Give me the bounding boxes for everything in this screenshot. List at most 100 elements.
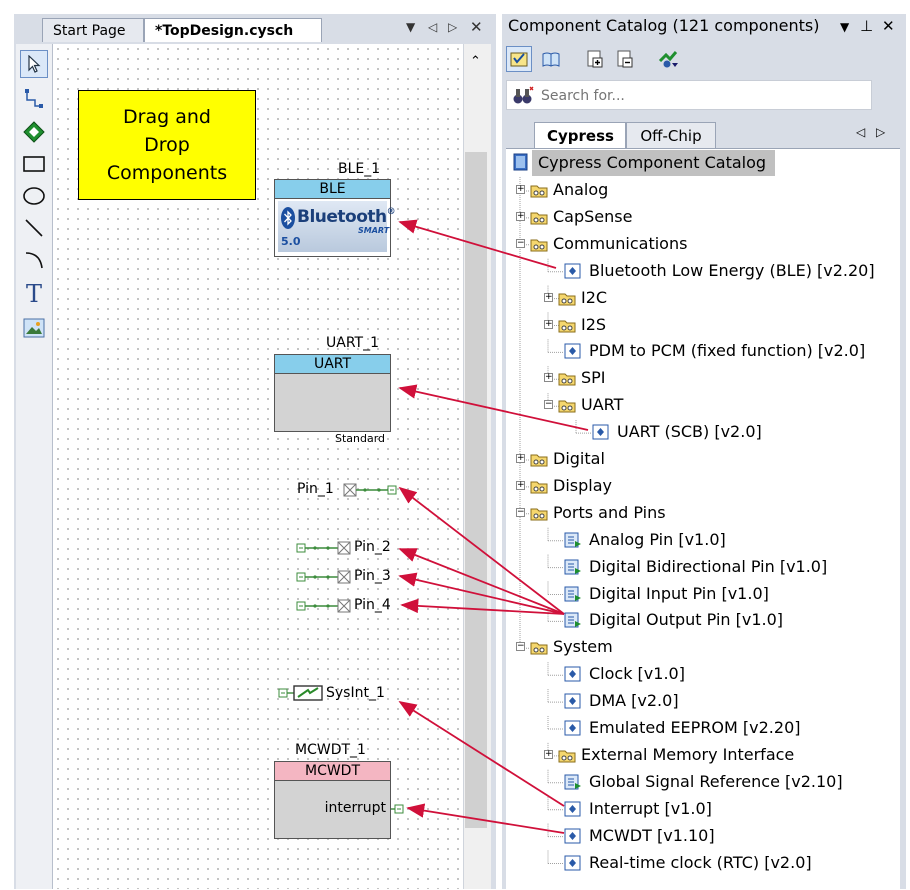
tab-off-chip[interactable]: Off-Chip bbox=[626, 122, 716, 148]
pin-2-symbol[interactable] bbox=[296, 541, 352, 555]
catalog-title: Component Catalog (121 components) bbox=[508, 16, 820, 35]
scroll-left-icon[interactable]: ◁ bbox=[428, 20, 438, 34]
folder-icon bbox=[558, 373, 576, 386]
text-icon[interactable]: T bbox=[25, 280, 42, 308]
ellipse-icon[interactable] bbox=[20, 182, 48, 210]
catalog-toolbar bbox=[502, 44, 906, 74]
uart-instance-name: UART_1 bbox=[326, 335, 379, 351]
pin-3-label: Pin_3 bbox=[354, 568, 391, 584]
tab-cypress[interactable]: Cypress bbox=[534, 122, 626, 148]
component-icon bbox=[564, 855, 581, 870]
expand-icon[interactable]: + bbox=[516, 184, 525, 194]
scroll-right-icon[interactable]: ▷ bbox=[876, 125, 886, 139]
scroll-up-icon[interactable]: ⌃ bbox=[470, 54, 481, 69]
pin-1-label: Pin_1 bbox=[297, 481, 334, 497]
tree-label: Display bbox=[553, 475, 612, 495]
wire-icon[interactable] bbox=[20, 84, 48, 112]
mcwdt-instance-name: MCWDT_1 bbox=[295, 742, 366, 758]
arc-icon[interactable] bbox=[20, 246, 48, 274]
uart-component[interactable]: UART bbox=[274, 354, 391, 432]
pin-component-icon bbox=[564, 774, 581, 790]
tab-start-page[interactable]: Start Page bbox=[42, 18, 144, 42]
arrow-pin-3 bbox=[398, 572, 565, 615]
scroll-right-icon[interactable]: ▷ bbox=[448, 20, 458, 34]
tree-label: Interrupt [v1.0] bbox=[589, 798, 712, 818]
tab-topdesign[interactable]: *TopDesign.cysch bbox=[144, 18, 322, 42]
collapse-icon[interactable]: − bbox=[516, 506, 525, 517]
tree-label: MCWDT [v1.10] bbox=[589, 825, 715, 845]
tree-label: Digital Bidirectional Pin [v1.0] bbox=[589, 556, 828, 576]
ble-type-label: BLE bbox=[275, 180, 390, 199]
catalog-search[interactable] bbox=[506, 80, 872, 110]
uart-type-label: UART bbox=[275, 355, 390, 374]
component-icon bbox=[564, 343, 581, 359]
tree-label: Emulated EEPROM [v2.20] bbox=[589, 718, 801, 737]
book-icon[interactable] bbox=[538, 46, 564, 72]
folder-icon bbox=[530, 239, 548, 252]
line-icon[interactable] bbox=[20, 214, 48, 242]
pin-4-label: Pin_4 bbox=[354, 597, 391, 613]
checkbook-icon[interactable] bbox=[506, 46, 532, 72]
scroll-left-icon[interactable]: ◁ bbox=[856, 125, 866, 139]
expand-icon[interactable]: + bbox=[516, 210, 525, 221]
interrupt-terminal[interactable] bbox=[391, 803, 405, 815]
registered-mark: ® bbox=[386, 207, 396, 217]
drag-drop-note: Drag and Drop Components bbox=[78, 90, 256, 200]
dropdown-arrow-icon[interactable]: ▼ bbox=[840, 20, 850, 34]
pin-2-label: Pin_2 bbox=[354, 539, 391, 555]
scrollbar-thumb[interactable] bbox=[465, 152, 487, 828]
binoculars-icon bbox=[513, 86, 534, 104]
expand-icon[interactable]: + bbox=[544, 291, 553, 302]
tree-label: UART (SCB) [v2.0] bbox=[617, 422, 762, 442]
tree-label: CapSense bbox=[553, 206, 633, 226]
sysint-symbol[interactable] bbox=[278, 684, 324, 702]
expand-icon[interactable]: + bbox=[544, 748, 553, 759]
component-icon bbox=[564, 666, 581, 682]
tab-label: Cypress bbox=[547, 127, 614, 145]
bluetooth-logo: Bluetooth® SMART 5.0 bbox=[278, 201, 396, 252]
dropdown-arrow-icon[interactable]: ▼ bbox=[406, 20, 416, 34]
close-icon[interactable]: ✕ bbox=[470, 18, 483, 36]
image-icon[interactable] bbox=[20, 314, 48, 342]
expand-icon[interactable]: + bbox=[516, 453, 525, 463]
rectangle-icon[interactable] bbox=[20, 150, 48, 178]
pin-component-icon bbox=[564, 586, 581, 601]
expand-icon[interactable]: + bbox=[544, 318, 553, 329]
sysint-label: SysInt_1 bbox=[326, 685, 385, 701]
mcwdt-component[interactable]: MCWDT interrupt bbox=[274, 761, 391, 839]
component-update-icon[interactable] bbox=[656, 46, 682, 72]
collapse-all-icon[interactable] bbox=[612, 46, 638, 72]
tree-label: PDM to PCM (fixed function) [v2.0] bbox=[589, 341, 866, 361]
pin-3-symbol[interactable] bbox=[296, 570, 352, 584]
tree-label: Analog bbox=[553, 180, 609, 199]
tree-label: Bluetooth Low Energy (BLE) [v2.20] bbox=[589, 260, 875, 280]
collapse-icon[interactable]: − bbox=[516, 641, 525, 652]
bluetooth-text: Bluetooth bbox=[297, 207, 387, 227]
tree-label: Real-time clock (RTC) [v2.0] bbox=[589, 852, 812, 872]
arrow-interrupt bbox=[398, 701, 565, 807]
tree-label: Global Signal Reference [v2.10] bbox=[589, 771, 843, 791]
interrupt-terminal-label: interrupt bbox=[324, 800, 386, 816]
tab-label: Off-Chip bbox=[640, 127, 702, 145]
ble-instance-name: BLE_1 bbox=[338, 161, 381, 177]
tree-label: SPI bbox=[581, 368, 606, 388]
tree-root-highlight bbox=[532, 150, 775, 176]
expand-icon[interactable]: + bbox=[544, 372, 553, 383]
tree-label: Ports and Pins bbox=[553, 502, 666, 522]
ble-component[interactable]: BLE Bluetooth® SMART 5.0 bbox=[274, 179, 396, 257]
tree-label: Analog Pin [v1.0] bbox=[589, 529, 726, 549]
diamond-icon[interactable] bbox=[20, 118, 48, 146]
close-icon[interactable]: ✕ bbox=[882, 17, 895, 35]
collapse-icon[interactable]: − bbox=[516, 237, 525, 248]
collapse-icon[interactable]: − bbox=[544, 399, 553, 410]
search-input[interactable] bbox=[539, 85, 863, 107]
pointer-icon[interactable] bbox=[20, 50, 48, 78]
pin-4-symbol[interactable] bbox=[296, 599, 352, 613]
expand-all-icon[interactable] bbox=[582, 46, 608, 72]
pin-window-icon[interactable]: ⊥ bbox=[860, 17, 874, 35]
note-line: Components bbox=[106, 162, 228, 184]
arrow-pin-4 bbox=[400, 598, 565, 615]
expand-icon[interactable]: + bbox=[516, 479, 525, 490]
pin-1-symbol[interactable] bbox=[343, 483, 399, 497]
